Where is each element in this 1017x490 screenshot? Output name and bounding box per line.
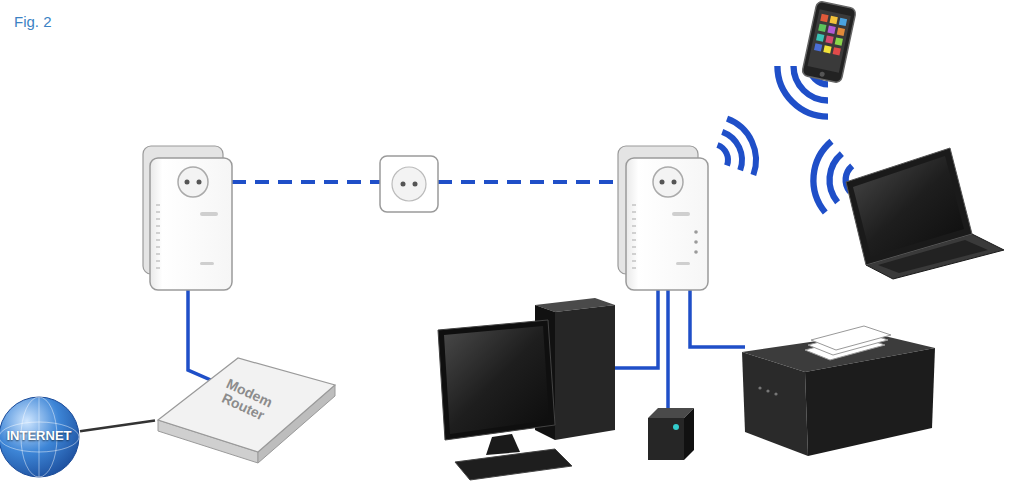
figure-title: Fig. 2 [14, 13, 52, 30]
monitor-screen [444, 326, 549, 434]
powerline-link [232, 180, 380, 184]
app-icon [837, 28, 845, 36]
wifi-waves [709, 113, 765, 183]
phone-body [802, 1, 857, 84]
app-icon [830, 16, 838, 24]
socket-hole [401, 182, 406, 187]
adapter-logo [200, 212, 218, 216]
laptop-screen [853, 156, 964, 257]
adapter-body [626, 158, 708, 290]
monitor-stand [486, 434, 520, 455]
laptop-lid [846, 148, 972, 265]
powerline-adapter [143, 146, 232, 290]
device-side [684, 408, 694, 460]
adapter-vents [632, 205, 636, 268]
ethernet-cable [690, 288, 745, 347]
printer-led [766, 389, 769, 392]
status-led [694, 250, 698, 254]
ethernet-cable [666, 288, 670, 412]
app-icon [827, 26, 835, 34]
status-led [694, 230, 698, 234]
app-icon [825, 35, 833, 43]
tower-front [555, 305, 615, 440]
adapter-logo [676, 262, 690, 265]
wifi-arc [828, 153, 842, 202]
app-icon [833, 47, 841, 55]
outlet-plate [380, 156, 438, 212]
device-front [648, 418, 684, 460]
laptop [846, 148, 1004, 279]
socket-hole [185, 180, 190, 185]
printer-led [774, 392, 777, 395]
printer-front [805, 348, 935, 456]
printer-led [758, 386, 761, 389]
ethernet-cable [612, 288, 658, 368]
desktop-computer [438, 298, 615, 480]
app-icon [839, 18, 847, 26]
device-light [673, 424, 679, 430]
paper-sheet [811, 326, 891, 350]
adapter-logo [672, 212, 690, 216]
wifi-powerline-adapter [618, 146, 708, 290]
powerline-link [438, 180, 627, 184]
socket-hole [672, 180, 677, 185]
globe-body [0, 397, 79, 477]
printer [742, 326, 935, 456]
app-icon [814, 43, 822, 51]
socket-hole [660, 180, 665, 185]
app-icon [823, 45, 831, 53]
app-icon [818, 24, 826, 32]
printer-side [742, 352, 808, 456]
adapter-socket [178, 167, 208, 197]
adapter-body [150, 158, 232, 290]
app-icon [835, 37, 843, 45]
phone-button [819, 71, 825, 77]
app-icon [816, 33, 824, 41]
internet-globe: INTERNET [0, 396, 80, 478]
phone-screen [808, 9, 851, 72]
wall-outlet [380, 156, 438, 212]
adapter-vents [156, 205, 160, 268]
adapter-logo [200, 262, 214, 265]
connector-line [80, 421, 155, 432]
node-label: INTERNET [0, 429, 80, 443]
router-top [158, 358, 335, 452]
network-camera [648, 408, 694, 460]
adapter-socket [653, 167, 683, 197]
outlet-socket [392, 167, 426, 201]
status-led [694, 240, 698, 244]
wifi-waves [811, 140, 855, 215]
socket-hole [197, 180, 202, 185]
keyboard [455, 449, 572, 480]
wifi-arc [811, 140, 832, 213]
wifi-arc [727, 113, 765, 175]
modem-router: Modem Router [155, 345, 340, 470]
smartphone [802, 1, 857, 84]
wifi-arc [717, 143, 731, 165]
app-icon [820, 14, 828, 22]
monitor-frame [438, 320, 555, 440]
socket-hole [413, 182, 418, 187]
